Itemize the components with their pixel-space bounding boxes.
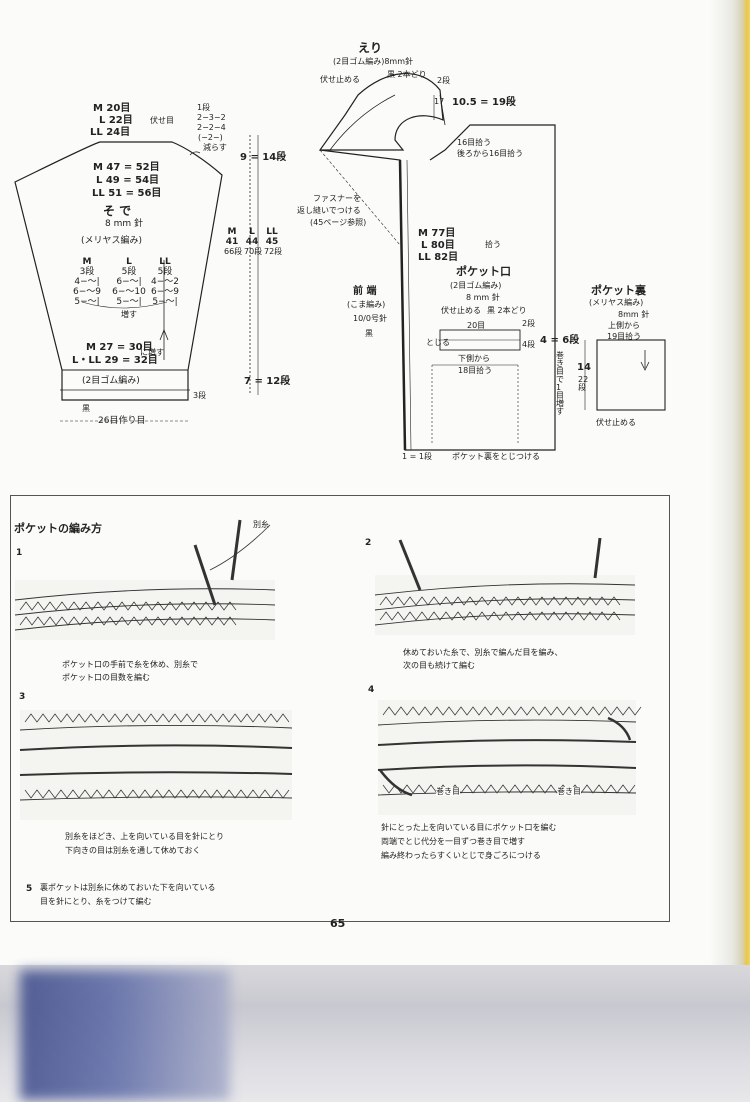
pocket-title: ポケット口	[456, 265, 511, 278]
step-2-number: 2	[365, 538, 372, 548]
collar-len: 10.5 = 19段	[452, 97, 516, 108]
step-4-text-2: 両端でとじ代分を一目ずつ巻き目で増す	[381, 837, 525, 846]
pocket-4rows: 4段	[522, 340, 536, 349]
collar-color: 黒 2本どり	[387, 70, 427, 79]
step-4-wrap-right: 巻き目	[557, 787, 581, 797]
lining-side-rows: 22段	[578, 375, 589, 392]
collar-sub: (2目ゴム編み)8mm針	[333, 57, 414, 66]
step-2-text-1: 休めておいた糸で、別糸で編んだ目を編み、	[403, 648, 563, 657]
collar-2rows: 2段	[437, 76, 451, 85]
sleeve-width-l: L 49 = 54目	[96, 175, 160, 186]
sleeve-cuff-m: M 27 = 30目	[86, 342, 153, 353]
step-3-text-1: 別糸をほどき、上を向いている目を針にとり	[65, 832, 224, 841]
lining-pick-1: 上側から	[608, 321, 640, 330]
pocket-edge-1: 巻き目で1目増す	[556, 351, 564, 416]
step-5-number: 5	[26, 884, 33, 894]
sleeve-dec-2: 2−3−2	[197, 113, 226, 122]
front-ll: LL 82目	[418, 252, 459, 263]
lining-pick-2: 19目拾う	[607, 332, 642, 341]
collar-17: 17	[434, 97, 445, 106]
front-pick: 拾う	[485, 240, 501, 249]
step-1-text-2: ポケット口の目数を編む	[62, 673, 150, 682]
sleeve-cap-bind: 伏せ目	[150, 116, 174, 125]
steps-title: ポケットの編み方	[14, 522, 102, 535]
sleeve-cap-ll: LL 24目	[90, 127, 131, 138]
sleeve-title: そ で	[103, 204, 132, 218]
book-spine-edge	[710, 0, 750, 965]
pocket-bottom-2: ポケット裏をとじつける	[452, 452, 540, 461]
pocket-steps-box	[10, 495, 670, 922]
sleeve-cast-on: 26目作り目	[98, 416, 146, 426]
lining-title: ポケット裏	[591, 284, 646, 297]
step-4-text-1: 針にとった上を向いている目にポケット口を編む	[381, 823, 557, 832]
collar-bind: 伏せ止める	[320, 75, 360, 84]
sleeve-cap-l: L 22目	[99, 115, 133, 126]
sleeve-cuff-len: 7 = 12段	[244, 376, 291, 387]
front-stitch: (こま編み)	[347, 300, 386, 309]
sleeve-color: 黒	[82, 404, 90, 413]
sleeve-cuff-lll: L・LL 29 = 32目	[72, 355, 158, 366]
step-3-text-2: 下向きの目は別糸を通して休めておく	[65, 846, 201, 855]
sleeve-dec-4: (−2−)	[198, 133, 223, 142]
lining-side-14: 14	[577, 362, 591, 373]
pocket-close: とじる	[426, 338, 450, 347]
front-l: L 80目	[421, 240, 455, 251]
sleeve-width-ll: LL 51 = 56目	[92, 188, 162, 199]
sleeve-dec-3: 2−2−4	[197, 123, 226, 132]
lining-stitch: (メリヤス編み)	[589, 298, 644, 307]
step-1-text-1: ポケット口の手前で糸を休め、別糸で	[62, 660, 198, 669]
sleeve-inc-label: 増す	[121, 310, 137, 319]
pocket-2rows: 2段	[522, 319, 536, 328]
step-1-number: 1	[16, 548, 23, 558]
zip-1: ファスナーを	[313, 194, 361, 203]
sleeve-cuff-inc: に増す	[140, 348, 164, 357]
collar-pick-2: 後ろから16目拾う	[457, 149, 524, 158]
front-color: 黒	[365, 329, 373, 338]
step-3-number: 3	[19, 692, 26, 702]
page-number: 65	[330, 917, 346, 930]
sleeve-cuff-rows: 3段	[193, 391, 207, 400]
pocket-bind: 伏せ止める	[441, 306, 481, 315]
scan-background	[0, 965, 750, 1102]
lining-needle: 8mm 針	[618, 310, 650, 319]
sleeve-cap-rows: 9 = 14段	[240, 152, 287, 163]
pocket-needle: 8 mm 針	[466, 293, 500, 302]
pocket-pick-1: 下側から	[458, 354, 490, 363]
sleeve-dec-1: 1段	[197, 103, 211, 112]
sleeve-cuff-stitch: (2目ゴム編み)	[82, 376, 140, 386]
step-5-text-1: 裏ポケットは別糸に休めておいた下を向いている	[40, 883, 216, 892]
step-2-text-2: 次の目も続けて編む	[403, 661, 475, 670]
step-4-text-3: 編み終わったらすくいとじで身ごろにつける	[381, 851, 541, 860]
sleeve-width-m: M 47 = 52目	[93, 162, 160, 173]
sleeve-cap-m: M 20目	[93, 103, 131, 114]
zip-3: (45ページ参照)	[310, 218, 367, 227]
lining-bind: 伏せ止める	[596, 418, 636, 427]
sleeve-dec-5: 減らす	[203, 143, 227, 152]
pocket-bottom-1: 1 = 1段	[402, 452, 432, 461]
collar-pick-1: 16目拾う	[457, 138, 492, 147]
pocket-height: 4 = 6段	[540, 335, 580, 346]
collar-title: えり	[358, 41, 383, 55]
pocket-sub: (2目ゴム編み)	[450, 281, 502, 290]
pocket-color: 黒 2本どり	[487, 306, 527, 315]
front-m: M 77目	[418, 228, 456, 239]
pocket-20: 20目	[467, 321, 486, 330]
step-1-yarn-label: 別糸	[253, 520, 269, 529]
step-4-number: 4	[368, 685, 375, 695]
step-4-wrap-left: 巻き目	[436, 787, 460, 797]
front-edge: 前 端	[353, 286, 377, 297]
front-hook: 10/0号針	[353, 314, 387, 323]
pocket-pick-2: 18目拾う	[458, 366, 493, 375]
zip-2: 返し縫いでつける	[297, 206, 361, 215]
sleeve-stitch: (メリヤス編み)	[81, 236, 143, 246]
step-5-text-2: 目を針にとり、糸をつけて編む	[40, 897, 152, 906]
sleeve-needle: 8 mm 針	[105, 219, 143, 229]
